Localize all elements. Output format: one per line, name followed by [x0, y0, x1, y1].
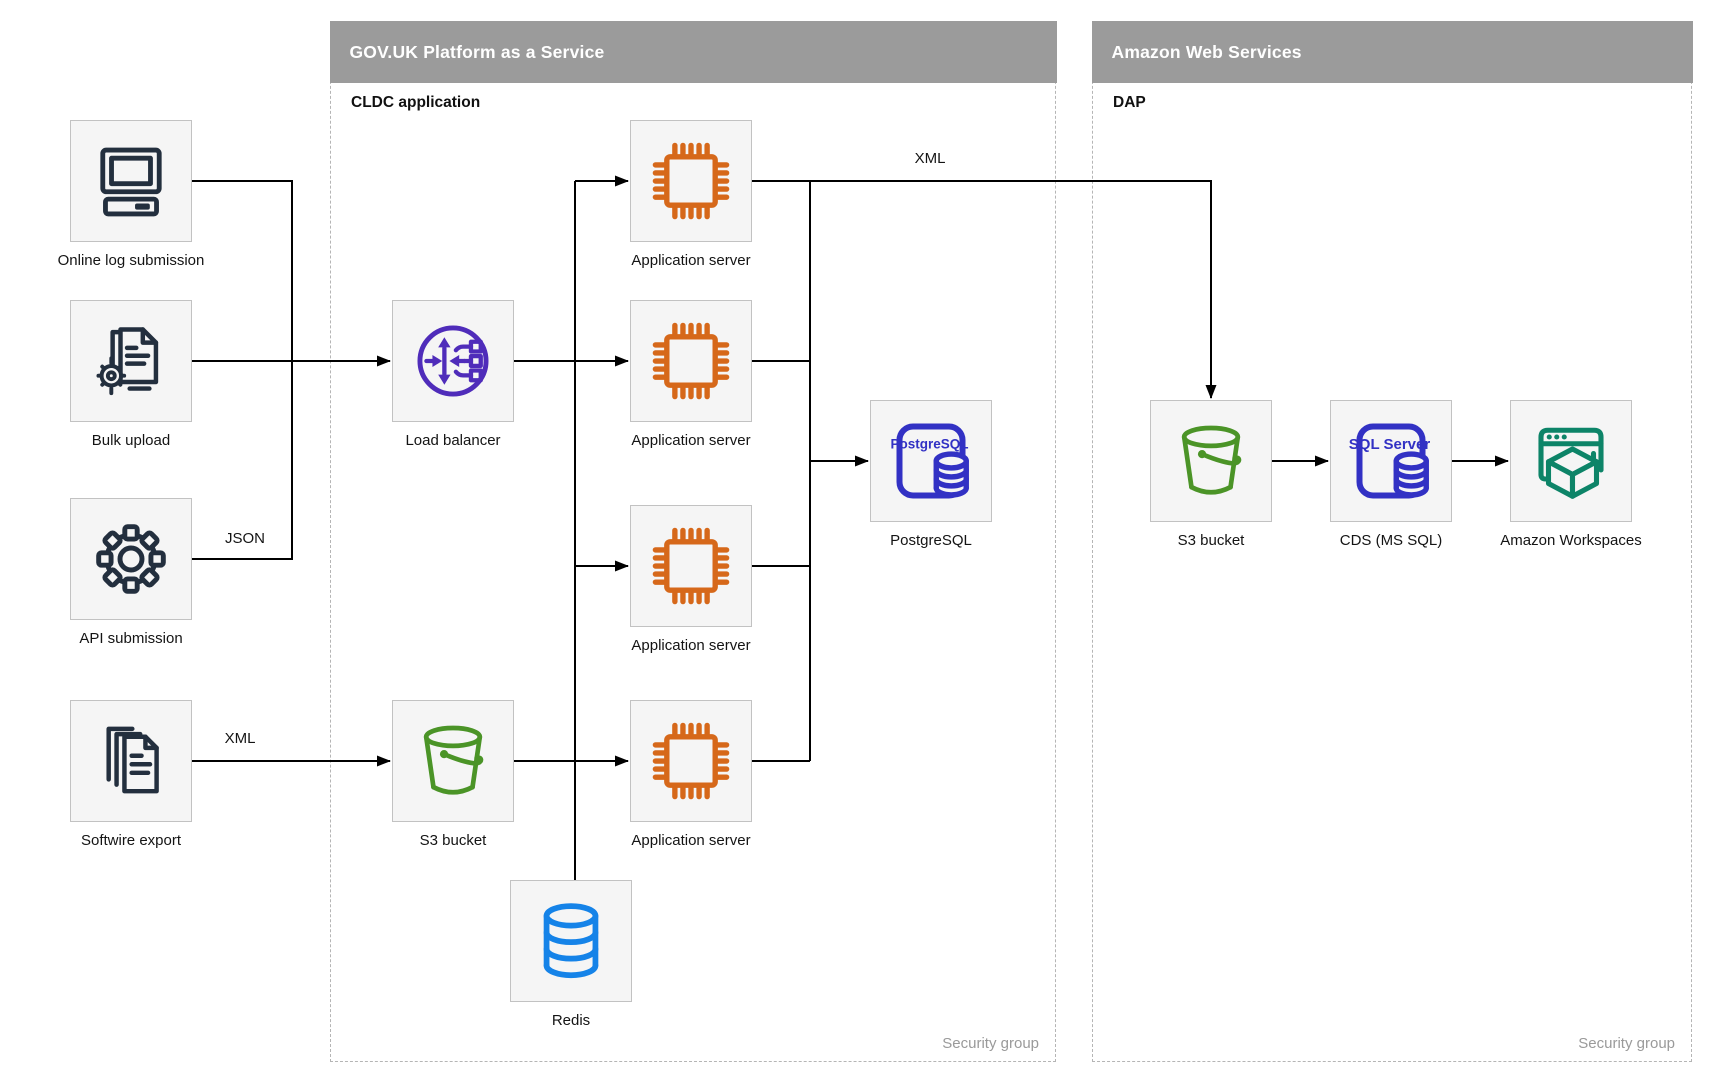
node-label: Load balancer: [405, 432, 501, 449]
sql-server-icon-text: SQL Server: [1349, 436, 1431, 453]
aws-security-group-label: Security group: [1578, 1035, 1675, 1052]
postgresql-icon-text: PostgreSQL: [890, 436, 968, 451]
chip-icon: [652, 142, 730, 220]
app-server-box: [630, 700, 752, 822]
node-app-server-1: Application server: [630, 120, 752, 269]
edge-label-xml-aws: XML: [914, 150, 946, 167]
node-label: Application server: [631, 252, 751, 269]
app-server-box: [630, 505, 752, 627]
node-label: S3 bucket: [1177, 532, 1245, 549]
node-app-server-3: Application server: [630, 505, 752, 654]
paas-container-header: GOV.UK Platform as a Service: [329, 20, 1057, 83]
node-load-balancer: Load balancer: [392, 300, 514, 449]
node-label: PostgreSQL: [890, 532, 972, 549]
app-server-box: [630, 120, 752, 242]
edge-onlinelog-api-junction: [192, 180, 293, 560]
node-postgresql: PostgreSQL PostgreSQL: [870, 400, 992, 549]
workspaces-icon: [1538, 427, 1604, 499]
amazon-workspaces-box: [1510, 400, 1632, 522]
postgresql-box: PostgreSQL: [870, 400, 992, 522]
softwire-export-box: [70, 700, 192, 822]
document-stack-icon: [106, 726, 159, 794]
node-label: Amazon Workspaces: [1500, 532, 1642, 549]
node-api-submission: API submission: [70, 498, 192, 647]
chip-icon: [652, 722, 730, 800]
database-cylinder-icon: [543, 903, 599, 979]
node-s3-bucket-aws: S3 bucket: [1150, 400, 1272, 549]
s3-bucket-icon: [423, 725, 484, 795]
node-redis: Redis: [510, 880, 632, 1029]
load-balancer-icon: [417, 325, 489, 397]
s3-bucket-icon: [1181, 425, 1242, 495]
paas-security-group-label: Security group: [942, 1035, 1039, 1052]
node-softwire-export: Softwire export: [70, 700, 192, 849]
node-label: Application server: [631, 432, 751, 449]
node-app-server-4: Application server: [630, 700, 752, 849]
node-label: Application server: [631, 637, 751, 654]
paas-container: GOV.UK Platform as a Service CLDC applic…: [329, 20, 1057, 1062]
node-s3-bucket-paas: S3 bucket: [392, 700, 514, 849]
aws-container: Amazon Web Services DAP Security group: [1091, 20, 1693, 1062]
load-balancer-box: [392, 300, 514, 422]
edge-label-json: JSON: [224, 530, 265, 547]
gear-icon: [96, 524, 166, 594]
node-label: Bulk upload: [91, 432, 171, 449]
node-amazon-workspaces: Amazon Workspaces: [1500, 400, 1642, 549]
postgresql-icon: PostgreSQL: [890, 423, 969, 499]
paas-container-sublabel: CLDC application: [351, 94, 481, 111]
node-label: Application server: [631, 832, 751, 849]
node-label: CDS (MS SQL): [1339, 532, 1443, 549]
aws-container-sublabel: DAP: [1113, 94, 1146, 111]
node-label: Softwire export: [80, 832, 182, 849]
aws-container-header: Amazon Web Services: [1091, 20, 1693, 83]
chip-icon: [652, 527, 730, 605]
redis-box: [510, 880, 632, 1002]
s3-bucket-aws-box: [1150, 400, 1272, 522]
node-label: Redis: [551, 1012, 591, 1029]
node-online-log-submission: Online log submission: [58, 120, 204, 269]
api-submission-box: [70, 498, 192, 620]
sql-server-icon: SQL Server: [1349, 423, 1431, 499]
node-label: API submission: [79, 630, 183, 647]
node-label: Online log submission: [57, 252, 205, 269]
cds-ms-sql-box: SQL Server: [1330, 400, 1452, 522]
s3-bucket-paas-box: [392, 700, 514, 822]
chip-icon: [652, 322, 730, 400]
app-server-box: [630, 300, 752, 422]
document-gear-icon: [96, 327, 159, 396]
online-log-submission-box: [70, 120, 192, 242]
desktop-computer-icon: [100, 147, 162, 217]
node-label: S3 bucket: [419, 832, 487, 849]
node-app-server-2: Application server: [630, 300, 752, 449]
edge-label-xml-softwire: XML: [224, 730, 256, 747]
bulk-upload-box: [70, 300, 192, 422]
node-cds-ms-sql: SQL Server CDS (MS SQL): [1330, 400, 1452, 549]
node-bulk-upload: Bulk upload: [70, 300, 192, 449]
